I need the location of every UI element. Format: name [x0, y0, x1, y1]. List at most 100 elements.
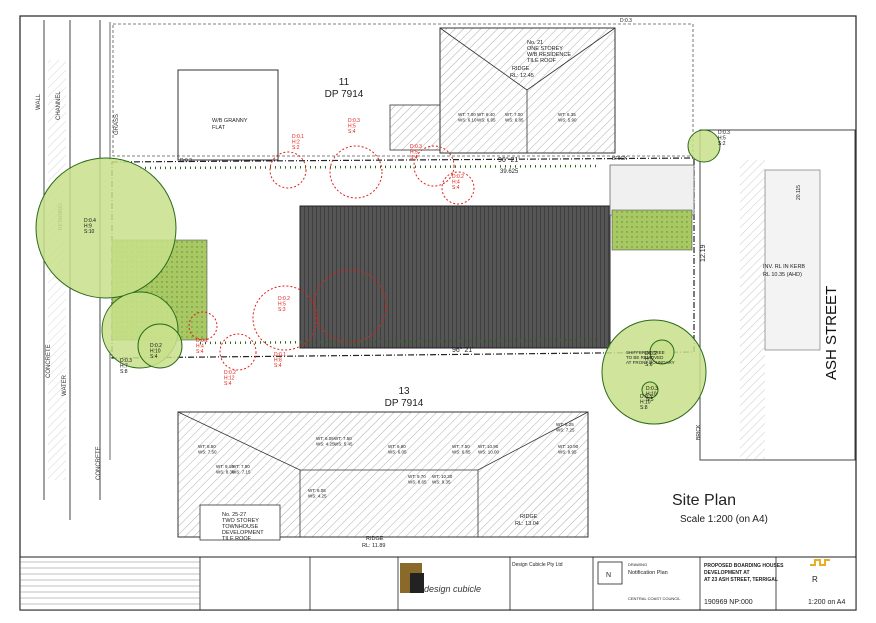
window-south-1-line-0: WT: 9.10 — [216, 464, 234, 469]
front-boundary-note-line-2: AT FRONT BOUNDARY — [626, 360, 675, 365]
removed-tree-6 — [219, 333, 257, 371]
retained-tree-label-3-line-0: D:0.3 — [646, 386, 658, 392]
south-neighbour-desc-line-1: TWO STOREY — [222, 518, 259, 524]
retained-tree-label-3-line-2: S:5 — [646, 397, 654, 403]
street-name: ASH STREET — [823, 286, 840, 380]
dimension-road: 20.115 — [796, 185, 802, 200]
drawing-scale: 1:200 on A4 — [808, 599, 845, 606]
window-north-2-line-1: WS: 6.85 — [505, 118, 524, 123]
window-south-5-line-1: WS: 8.65 — [408, 480, 427, 485]
north-neighbour-desc-line-0: No. 21 — [527, 40, 543, 46]
front-landscape — [611, 209, 693, 251]
company-name: Design Cubicle Pty Ltd — [512, 562, 563, 568]
retained-tree-label-0-line-2: S:10 — [84, 229, 95, 235]
retained-tree-label-1-line-0: D:0.3 — [120, 358, 132, 364]
retained-tree-4 — [649, 339, 675, 365]
window-south-3-line-0: WT: 6.05 — [308, 488, 326, 493]
bearing-north: 96° 21' — [498, 156, 520, 164]
kerb-label: INV. RL IN KERB — [763, 264, 805, 270]
removed-tree-label-2-line-0: D:0.3 — [410, 144, 422, 150]
council-name: CENTRAL COAST COUNCIL — [628, 596, 681, 601]
removed-tree-4 — [252, 285, 318, 351]
window-south-7-line-0: WT: 10.30 — [432, 474, 453, 479]
removed-tree-label-3-line-2: S:4 — [452, 185, 460, 191]
window-north-3-line-1: WS: 5.90 — [558, 118, 577, 123]
retained-tree-0 — [35, 157, 177, 299]
south-neighbour-desc-line-4: TILE ROOF — [222, 536, 252, 542]
site-plan-title: Site Plan — [672, 492, 737, 509]
removed-tree-2 — [413, 145, 455, 187]
retained-tree-label-2-line-2: S:4 — [150, 354, 158, 360]
south-ridge-1-rl: RL: 11.89 — [362, 543, 385, 549]
rear-label-channel: CHANNEL — [56, 91, 62, 120]
window-south-7-line-1: WS: 9.35 — [432, 480, 451, 485]
neighbour-lot-11 — [112, 23, 694, 161]
window-south-4-line-1: WS: 6.05 — [388, 450, 407, 455]
removed-tree-1 — [329, 145, 383, 199]
retained-tree-2 — [137, 323, 183, 369]
retained-tree-label-5-line-0: D:0.3 — [718, 130, 730, 136]
window-extra-1-line-1: WS: 5.45 — [334, 442, 353, 447]
retained-tree-3 — [601, 319, 707, 425]
removed-tree-label-3-line-0: D:0.2 — [452, 174, 464, 180]
window-north-2-line-0: WT: 7.00 — [505, 112, 523, 117]
bearing-south: 96° 21' — [452, 346, 474, 354]
removed-tree-label-0-line-2: S:2 — [292, 145, 300, 151]
window-extra-0-line-0: WT: 6.05 — [316, 436, 334, 441]
removed-tree-label-4-line-0: D:0.2 — [278, 296, 290, 302]
neighbour-lot-13 — [177, 411, 589, 541]
south-neighbour-desc-line-0: No. 25-27 — [222, 512, 246, 518]
window-south-8-line-0: WT: 10.90 — [478, 444, 499, 449]
granny-flat-desc-line-1: FLAT — [212, 125, 226, 131]
rear-label-grass: GRASS — [114, 114, 120, 135]
front-boundary-note-line-0: SHIFFERED TREE — [626, 350, 665, 355]
removed-tree-label-7-line-0: D:0.1 — [196, 338, 208, 344]
retained-tree-label-3-line-1: H:10 — [646, 392, 657, 398]
window-north-3-line-0: WT: 6.35 — [558, 112, 576, 117]
removed-tree-label-1-line-0: D:0.3 — [348, 118, 360, 124]
removed-tree-label-5-line-2: S:4 — [274, 363, 282, 369]
driveway — [609, 164, 695, 216]
removed-tree-label-1-line-1: H:5 — [348, 124, 356, 130]
brick-label-2: BRICK — [696, 424, 702, 440]
north-hedge — [139, 164, 601, 170]
window-south-6-line-0: WT: 7.50 — [452, 444, 470, 449]
south-ridge-1: RIDGE — [366, 536, 384, 542]
removed-tree-label-6-line-1: H:12 — [224, 376, 235, 382]
south-neighbour-desc-line-2: TOWNHOUSE — [222, 524, 259, 530]
retained-tree-6 — [641, 381, 659, 399]
retained-tree-label-4-line-0: D:0.2 — [645, 351, 657, 357]
revision-letter: R — [812, 575, 818, 584]
project-line-1: PROPOSED BOARDING HOUSES — [704, 563, 784, 569]
lot-11-number: 11 — [339, 77, 350, 88]
north-neighbour-desc-line-3: TILE ROOF — [527, 58, 557, 64]
retained-tree-label-2-line-1: H:10 — [150, 349, 161, 355]
site-plan-scale: Scale 1:200 (on A4) — [680, 514, 768, 525]
north-ridge-label: RIDGE — [512, 66, 530, 72]
retained-tree-label-0-line-0: D:0.4 — [84, 218, 96, 224]
window-south-2-line-1: WS: 7.15 — [232, 470, 251, 475]
subject-site — [111, 157, 695, 359]
window-south-9-line-1: WS: 9.95 — [558, 450, 577, 455]
rear-label-water: WATER — [62, 374, 68, 396]
dot-label-1: D:0.3 — [180, 158, 192, 164]
south-neighbour-desc-line-3: DEVELOPMENT — [222, 530, 264, 536]
retained-tree-label-1-line-2: S:8 — [120, 369, 128, 375]
south-ridge-2: RIDGE — [520, 514, 538, 520]
retained-tree-label-2-line-0: D:0.2 — [150, 343, 162, 349]
window-south-1-line-1: WS: 8.30 — [216, 470, 235, 475]
retained-tree-5 — [687, 129, 721, 163]
retained-tree-label-6-line-1: H:10 — [640, 400, 651, 406]
removed-tree-5 — [313, 269, 387, 343]
north-symbol: N — [606, 572, 611, 579]
logo-text: design cubicle — [424, 584, 481, 594]
removed-tree-label-7-line-1: H:4 — [196, 344, 204, 350]
window-south-0-line-1: WS: 7.50 — [198, 450, 217, 455]
retained-tree-label-6-line-2: S:8 — [640, 405, 648, 411]
job-number: 190969 NP:000 — [704, 599, 753, 606]
north-neighbour-desc-line-1: ONE STOREY — [527, 46, 563, 52]
removed-tree-label-4-line-2: S:3 — [278, 307, 286, 313]
retained-tree-label-5-line-2: S:2 — [718, 141, 726, 147]
